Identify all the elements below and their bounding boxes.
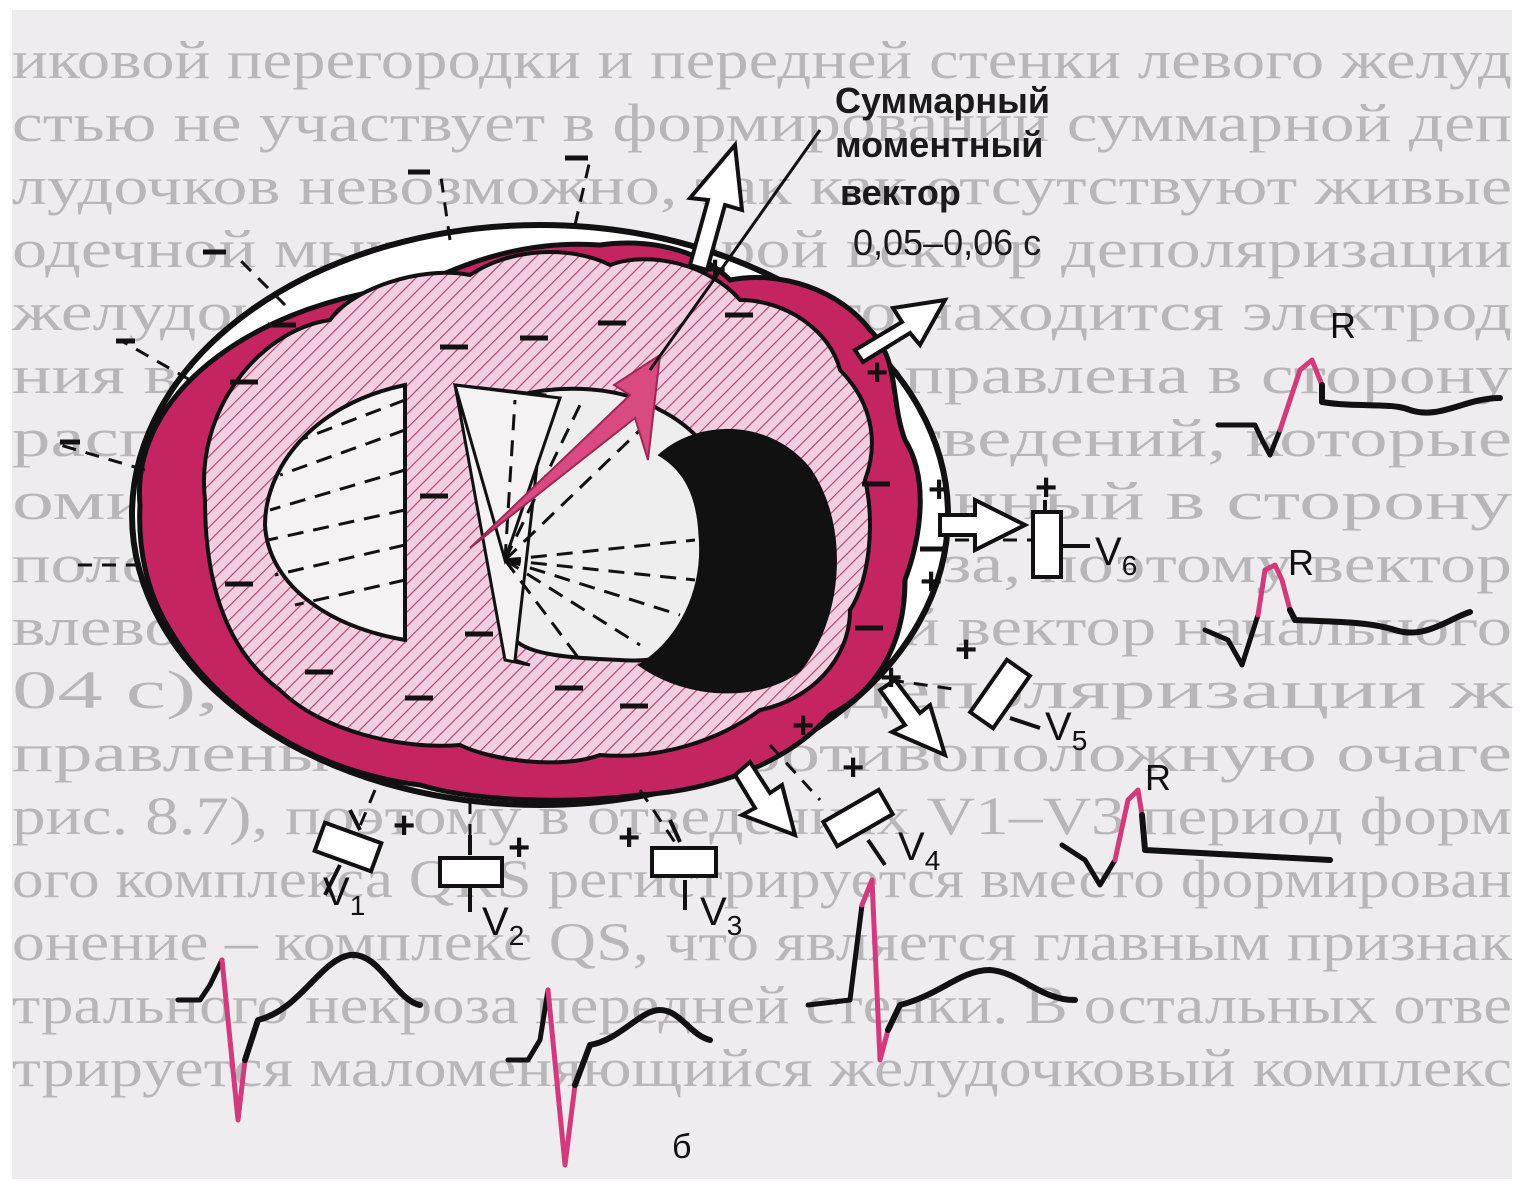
svg-text:+: + [928, 469, 950, 511]
lead-v1-letter: V [323, 870, 350, 914]
background-text-line: стью не участвует в формировании суммарн… [12, 93, 1512, 153]
ecg-r-label-v5: R [1288, 542, 1314, 583]
callout-line-2: моментный [835, 124, 1043, 165]
background-text-line: лудочков невозможно, так как отсутствуют… [12, 156, 1512, 216]
lead-v1-sub: 1 [350, 890, 366, 921]
ecg-r-label-v4: R [1145, 757, 1171, 798]
lead-v2-sign: + [508, 827, 530, 869]
lead-v5-sign: + [955, 629, 977, 671]
svg-text:+: + [866, 352, 888, 394]
background-text-line: трального некроза передней стенки. В ост… [12, 975, 1512, 1035]
lead-v4-letter: V [898, 825, 925, 869]
lead-v5-sub: 5 [1072, 725, 1088, 756]
lead-v5-letter: V [1045, 705, 1072, 749]
svg-text:+: + [704, 249, 726, 291]
lead-v4-sub: 4 [925, 845, 941, 876]
lead-v3-letter: V [700, 890, 727, 934]
callout-line-3: вектор [840, 172, 961, 213]
callout-time: 0,05–0,06 с [853, 222, 1041, 263]
lead-v3-sign: + [618, 817, 640, 859]
lead-v4-sign: + [842, 747, 864, 789]
lead-v1-sign: + [393, 805, 415, 847]
lead-v6-sub: 6 [1122, 550, 1138, 581]
callout-line-1: Суммарный [835, 80, 1050, 121]
lead-v6-letter: V [1095, 530, 1122, 574]
figure-letter: б [672, 1128, 691, 1166]
background-text-line: онение – комплекс QS, что является главн… [12, 912, 1513, 972]
svg-text:+: + [792, 705, 814, 747]
svg-text:+: + [920, 561, 942, 603]
lead-v6-sign: + [1035, 467, 1057, 509]
ecg-r-label-v6: R [1330, 305, 1356, 346]
background-text-line: иковой перегородки и передней стенки лев… [12, 30, 1512, 90]
svg-text:+: + [880, 657, 902, 699]
lead-v3-sub: 3 [727, 910, 743, 941]
lead-v2-letter: V [482, 900, 509, 944]
lead-v2-sub: 2 [509, 920, 525, 951]
